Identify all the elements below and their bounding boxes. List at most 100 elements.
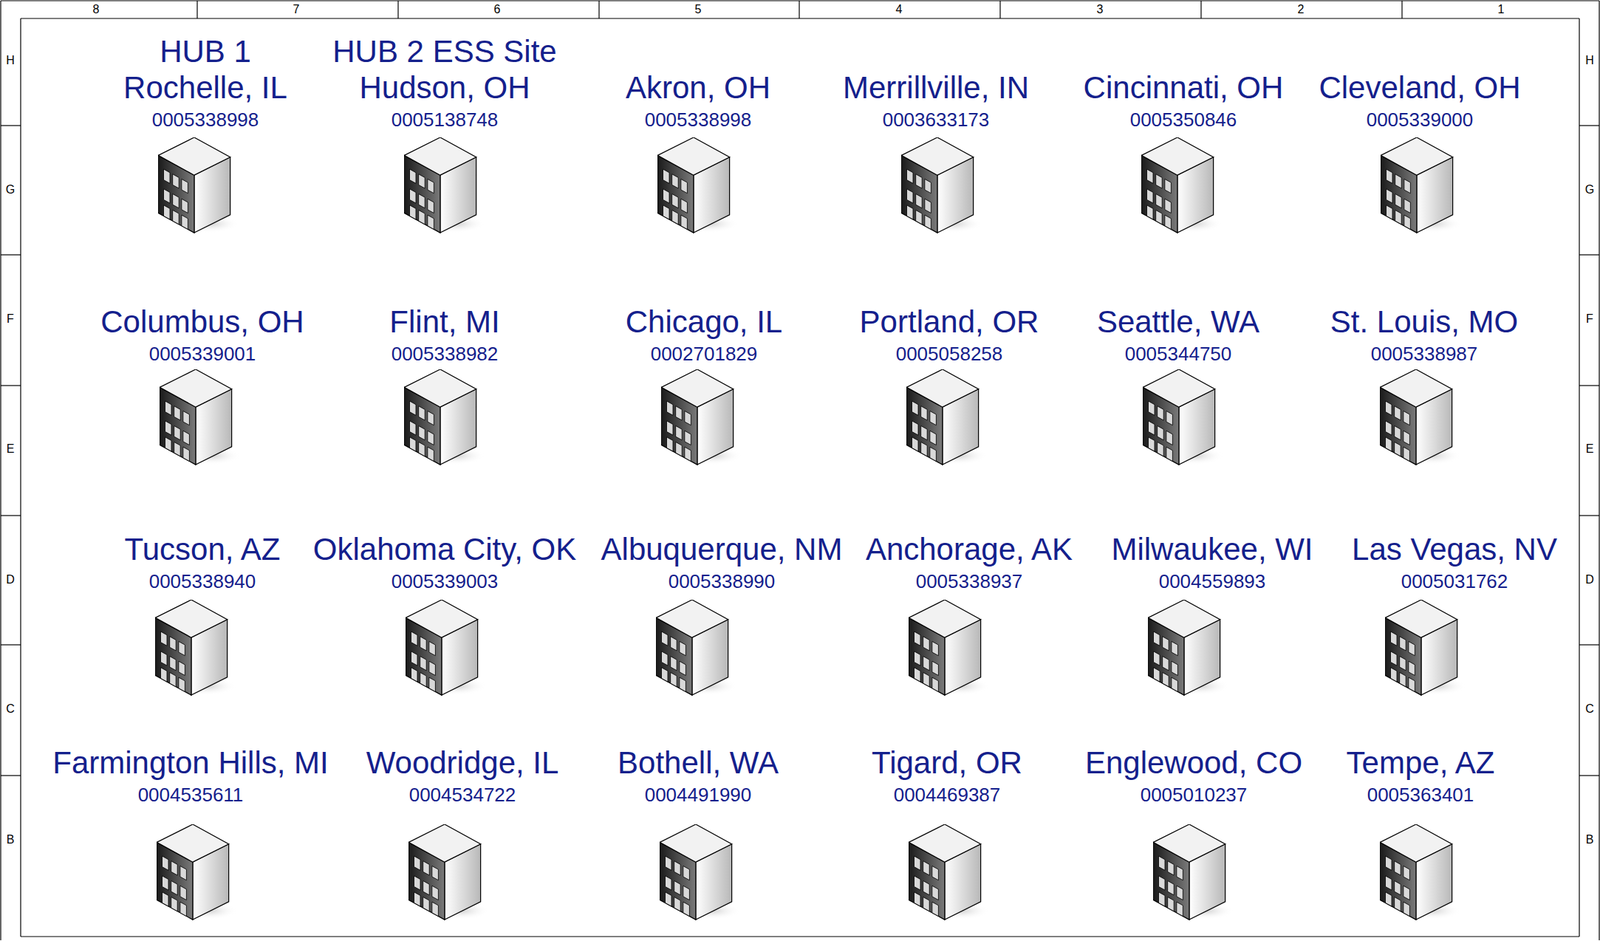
zone-marker: B <box>6 833 15 846</box>
building-icon <box>908 599 990 696</box>
site-name: Las Vegas, NV <box>1351 531 1558 568</box>
site-label: St. Louis, MO0005338987 <box>1330 304 1519 366</box>
building-icon <box>405 599 487 696</box>
site-number: 0005338937 <box>865 570 1073 594</box>
site-number: 0005344750 <box>1096 342 1260 366</box>
building-icon <box>908 824 990 920</box>
building-icon <box>1147 599 1230 696</box>
zone-marker: C <box>1585 703 1595 716</box>
building-icon <box>408 824 490 920</box>
zone-marker: E <box>6 443 15 456</box>
site-label: Flint, MI0005338982 <box>389 304 500 366</box>
site-number: 0005010237 <box>1085 783 1303 807</box>
zone-marker: 4 <box>896 3 903 16</box>
building-icons <box>155 137 1467 920</box>
site-number: 0005338987 <box>1330 342 1519 366</box>
site-label: Akron, OH0005338998 <box>625 70 771 132</box>
site-label: Seattle, WA0005344750 <box>1096 304 1260 366</box>
site-number: 0004535611 <box>52 783 328 807</box>
site-number: 0005338990 <box>601 570 843 594</box>
site-number: 0004559893 <box>1110 570 1313 594</box>
zone-marker: G <box>5 183 15 196</box>
zone-marker: 7 <box>293 3 300 16</box>
site-label: Farmington Hills, MI0004535611 <box>52 745 328 807</box>
site-name: Flint, MI <box>389 304 500 340</box>
site-label: Portland, OR0005058258 <box>859 304 1040 366</box>
site-number: 0005338982 <box>389 342 500 366</box>
site-number: 0005339003 <box>313 570 577 594</box>
building-icon <box>901 137 983 233</box>
building-icon <box>404 369 486 465</box>
site-name: Chicago, IL <box>625 304 783 340</box>
zone-marker: G <box>1585 183 1595 196</box>
building-icon <box>657 137 739 233</box>
building-icon <box>404 137 486 233</box>
site-number: 0005338998 <box>123 108 288 132</box>
site-label: Merrillville, IN0003633173 <box>842 70 1029 132</box>
building-icon <box>655 599 738 696</box>
site-name: Oklahoma City, OK <box>313 531 577 568</box>
zone-marker: E <box>1585 443 1595 456</box>
site-name: Tempe, AZ <box>1346 745 1496 781</box>
site-number: 0004469387 <box>871 783 1023 807</box>
site-number: 0005339001 <box>100 342 304 366</box>
site-name: Bothell, WA <box>617 745 779 781</box>
zone-marker: C <box>5 703 15 716</box>
site-number: 0003633173 <box>842 108 1029 132</box>
site-number: 0005338998 <box>625 108 771 132</box>
site-label: Columbus, OH0005339001 <box>100 304 304 366</box>
site-name: Farmington Hills, MI <box>52 745 328 781</box>
zone-marker: H <box>5 54 15 67</box>
building-icon <box>1379 369 1462 465</box>
site-number: 0004491990 <box>617 783 779 807</box>
site-number: 0005138748 <box>332 108 557 132</box>
building-icon <box>156 824 238 920</box>
site-name: HUB 1 <box>123 33 288 70</box>
site-name: Columbus, OH <box>100 304 304 340</box>
site-label: Cincinnati, OH0005350846 <box>1083 70 1284 132</box>
building-icon <box>1142 369 1225 465</box>
zone-marker: D <box>5 573 15 586</box>
site-number: 0005338940 <box>124 570 281 594</box>
site-number: 0002701829 <box>625 342 783 366</box>
site-name: Merrillville, IN <box>842 70 1029 106</box>
site-name: Milwaukee, WI <box>1110 531 1313 568</box>
building-icon <box>1141 137 1223 233</box>
building-icon <box>1380 137 1462 233</box>
site-name: Tigard, OR <box>871 745 1023 781</box>
site-number: 0005350846 <box>1083 108 1284 132</box>
site-label: Chicago, IL0002701829 <box>625 304 783 366</box>
site-label: Bothell, WA0004491990 <box>617 745 779 807</box>
building-icon <box>1379 824 1462 920</box>
site-name: Akron, OH <box>625 70 771 106</box>
site-number: 0005031762 <box>1351 570 1558 594</box>
site-label: HUB 1Rochelle, IL0005338998 <box>123 33 288 132</box>
building-icon <box>1385 599 1467 696</box>
site-number: 0005058258 <box>859 342 1040 366</box>
zone-marker: H <box>1585 54 1595 67</box>
site-label: Las Vegas, NV0005031762 <box>1351 531 1558 594</box>
site-name: Cleveland, OH <box>1318 70 1521 106</box>
zone-marker: F <box>1585 313 1594 326</box>
site-name: Tucson, AZ <box>124 531 281 568</box>
building-icon <box>155 599 237 696</box>
zone-marker: 3 <box>1096 3 1104 16</box>
zone-marker: 6 <box>494 3 501 16</box>
zone-marker: 8 <box>93 3 100 16</box>
site-label: Woodridge, IL0004534722 <box>366 745 560 807</box>
site-name: HUB 2 ESS Site <box>332 33 557 70</box>
site-number: 0005339000 <box>1318 108 1521 132</box>
site-number: 0005363401 <box>1346 783 1496 807</box>
building-icon <box>158 137 240 233</box>
zone-marker: 2 <box>1297 3 1305 16</box>
zone-marker: 5 <box>695 3 702 16</box>
site-name: Hudson, OH <box>332 70 557 106</box>
site-label: Albuquerque, NM0005338990 <box>601 531 843 594</box>
site-label: HUB 2 ESS SiteHudson, OH0005138748 <box>332 33 557 132</box>
building-icon <box>659 824 741 920</box>
site-name: Portland, OR <box>859 304 1040 340</box>
zone-marker: F <box>6 313 15 326</box>
zone-marker: D <box>1585 573 1595 586</box>
site-name: Seattle, WA <box>1096 304 1260 340</box>
